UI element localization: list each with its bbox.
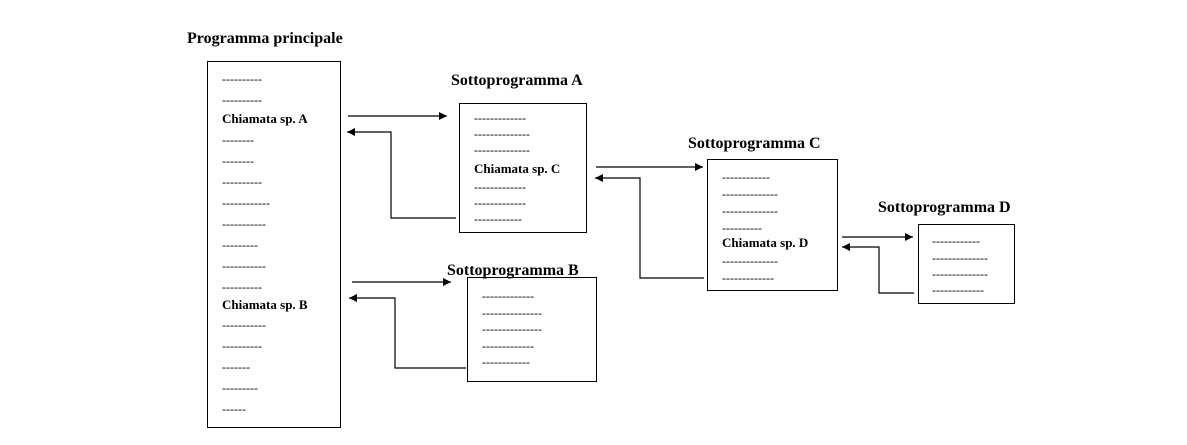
sub-c-line: ------------ xyxy=(722,170,770,184)
main-line: ------- xyxy=(222,360,250,374)
sub-a-line: ------------ xyxy=(474,212,522,226)
sub-c-box: ------------ -------------- ------------… xyxy=(707,159,838,291)
sub-d-title: Sottoprogramma D xyxy=(878,199,1011,216)
sub-a-line: -------------- xyxy=(474,127,530,141)
sub-b-line: ------------ xyxy=(482,355,530,369)
main-line: ----------- xyxy=(222,318,266,332)
main-line: ---------- xyxy=(222,175,262,189)
sub-c-title: Sottoprogramma C xyxy=(688,135,821,152)
main-program-title: Programma principale xyxy=(187,30,343,47)
main-line: -------- xyxy=(222,154,254,168)
sub-b-line: --------------- xyxy=(482,306,542,320)
sub-a-line: -------------- xyxy=(474,143,530,157)
sub-a-line: ------------- xyxy=(474,111,526,125)
main-line: ------ xyxy=(222,402,246,416)
sub-d-line: ------------- xyxy=(932,283,984,297)
sub-c-line: -------------- xyxy=(722,204,778,218)
main-line: -------- xyxy=(222,133,254,147)
arrow-return-d xyxy=(842,243,914,294)
main-line: ------------ xyxy=(222,196,270,210)
sub-d-line: ------------ xyxy=(932,234,980,248)
main-line: ---------- xyxy=(222,93,262,107)
sub-a-box: ------------- -------------- -----------… xyxy=(459,103,587,233)
main-line: --------- xyxy=(222,238,258,252)
sub-a-line: ------------- xyxy=(474,196,526,210)
sub-c-line: ---------- xyxy=(722,221,762,235)
main-call-b: Chiamata sp. B xyxy=(222,297,308,312)
main-line: ----------- xyxy=(222,259,266,273)
sub-b-line: ------------- xyxy=(482,289,534,303)
sub-d-box: ------------ -------------- ------------… xyxy=(918,224,1015,304)
sub-a-line: ------------- xyxy=(474,180,526,194)
sub-b-line: ------------- xyxy=(482,339,534,353)
main-program-box: ---------- ---------- Chiamata sp. A ---… xyxy=(207,61,341,428)
sub-a-call-c: Chiamata sp. C xyxy=(474,161,561,176)
sub-c-line: -------------- xyxy=(722,187,778,201)
main-line: ---------- xyxy=(222,339,262,353)
arrow-return-b xyxy=(349,294,466,369)
main-line: ---------- xyxy=(222,280,262,294)
sub-c-call-d: Chiamata sp. D xyxy=(722,235,809,250)
main-line: ----------- xyxy=(222,217,266,231)
main-call-a: Chiamata sp. A xyxy=(222,111,308,126)
arrow-return-a xyxy=(347,128,456,219)
main-line: ---------- xyxy=(222,72,262,86)
sub-c-line: ------------- xyxy=(722,271,774,285)
arrow-return-c xyxy=(595,174,704,279)
sub-b-box: ------------- --------------- ----------… xyxy=(467,277,597,382)
sub-d-line: -------------- xyxy=(932,267,988,281)
sub-d-line: -------------- xyxy=(932,251,988,265)
sub-b-title: Sottoprogramma B xyxy=(447,262,579,279)
sub-c-line: -------------- xyxy=(722,254,778,268)
main-line: --------- xyxy=(222,381,258,395)
sub-a-title: Sottoprogramma A xyxy=(451,72,583,89)
sub-b-line: --------------- xyxy=(482,322,542,336)
